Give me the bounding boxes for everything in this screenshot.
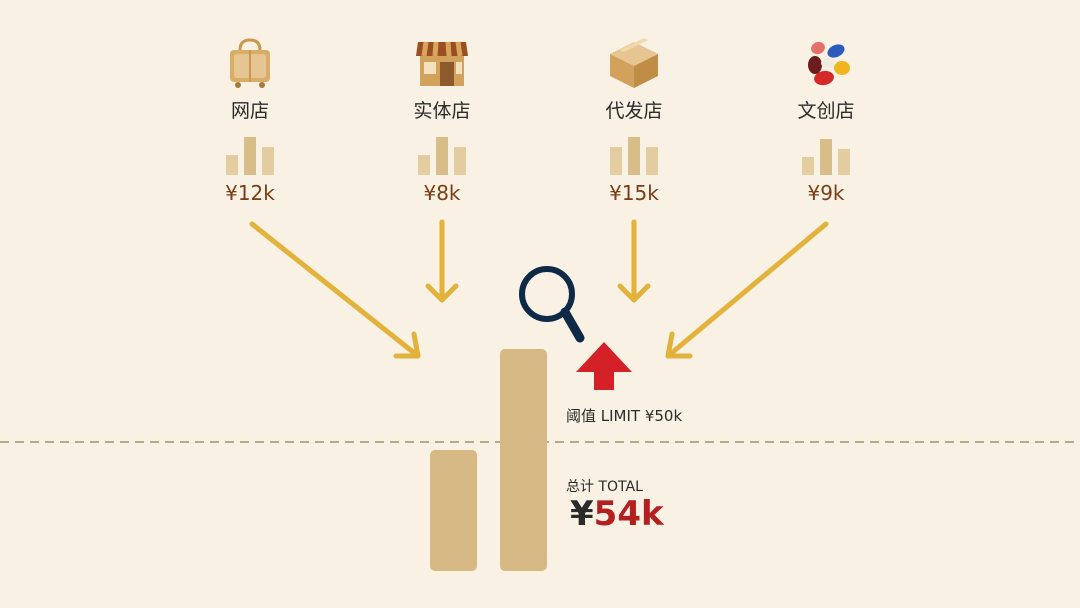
- threshold-label: 阈值 LIMIT ¥50k: [566, 407, 683, 425]
- total-value: ¥54k: [570, 494, 664, 534]
- palette-icon: [808, 41, 850, 86]
- store-online: 网店 ¥12k: [180, 38, 320, 205]
- shopping-bag-icon: [230, 38, 270, 88]
- bar-chart-icon: [418, 137, 466, 175]
- bar-total: [500, 349, 547, 571]
- bar-chart-icon: [226, 137, 274, 175]
- total-number: 54k: [593, 494, 664, 534]
- store-name: 网店: [230, 100, 269, 122]
- bar-short: [430, 450, 477, 571]
- exceed-arrow-icon: [576, 342, 632, 390]
- bar-chart-icon: [610, 137, 658, 175]
- box-icon: [610, 38, 658, 88]
- total-currency: ¥: [570, 494, 594, 534]
- store-amount: ¥15k: [609, 181, 659, 205]
- arrow-online: [249, 221, 421, 359]
- store-name: 文创店: [797, 100, 855, 122]
- bar-chart-icon: [802, 139, 850, 175]
- store-creative: 文创店 ¥9k: [756, 38, 896, 205]
- store-dropship: 代发店 ¥15k: [564, 38, 704, 205]
- storefront-icon: [416, 41, 468, 86]
- arrow-creative: [665, 221, 829, 359]
- arrow-physical: [425, 219, 459, 303]
- store-name: 代发店: [605, 100, 663, 122]
- store-amount: ¥12k: [225, 181, 275, 205]
- arrow-dropship: [617, 219, 651, 303]
- magnifier-icon: [519, 266, 585, 343]
- store-name: 实体店: [413, 100, 471, 122]
- total-caption: 总计 TOTAL: [566, 479, 643, 495]
- store-amount: ¥9k: [807, 181, 845, 205]
- store-physical: 实体店 ¥8k: [372, 38, 512, 205]
- store-amount: ¥8k: [423, 181, 461, 205]
